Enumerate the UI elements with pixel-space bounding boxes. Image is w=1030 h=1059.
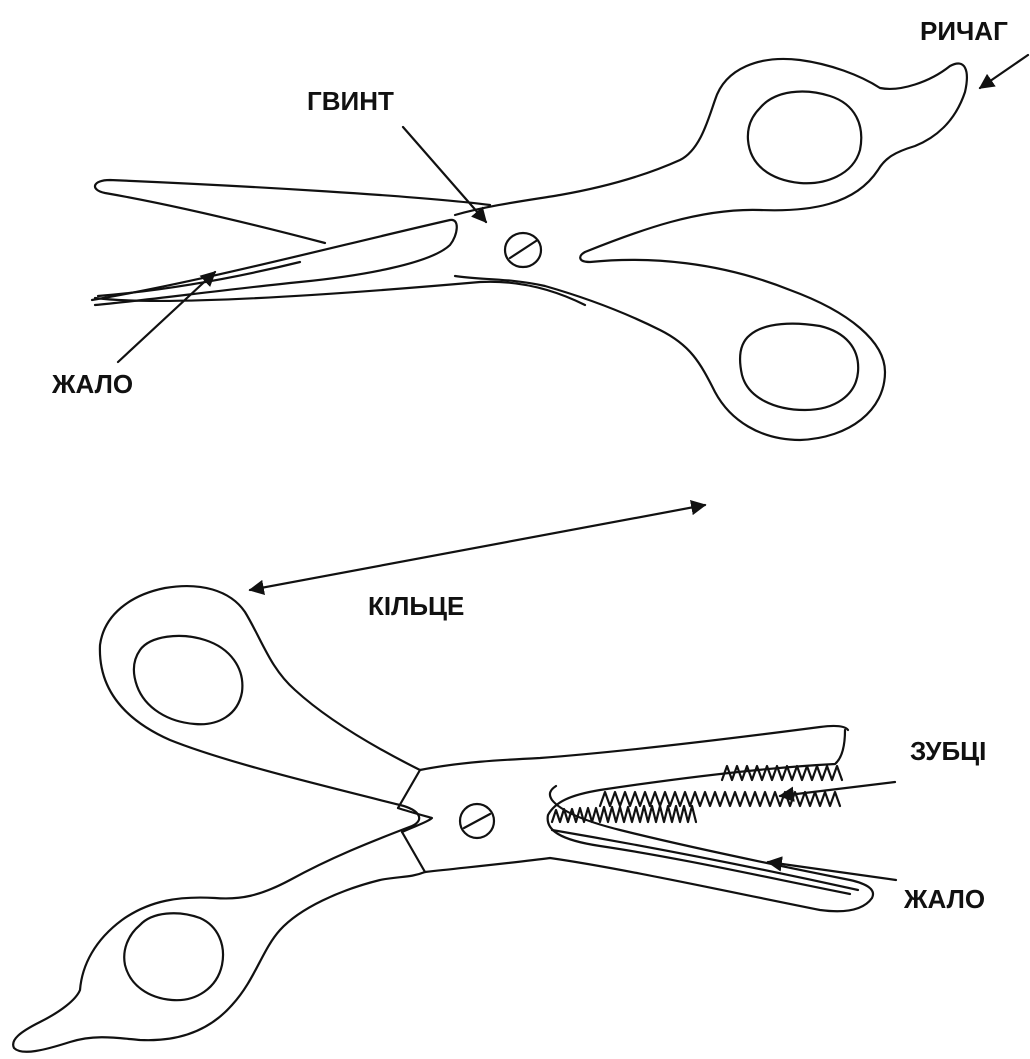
pivot-body — [420, 726, 848, 770]
thinning-scissors — [13, 586, 873, 1052]
label-blade-bottom: ЖАЛО — [903, 884, 985, 914]
label-screw: ГВИНТ — [307, 86, 394, 116]
label-blade-top: ЖАЛО — [51, 369, 133, 399]
lower-ring-hole — [124, 913, 223, 1000]
upper-ring-hole — [134, 636, 243, 724]
arrow-ring — [250, 505, 705, 590]
pivot-body — [455, 59, 967, 440]
upper-blade — [95, 180, 490, 243]
toothed-blade — [548, 730, 850, 894]
label-lever: РИЧАГ — [920, 16, 1008, 46]
screw — [460, 804, 494, 838]
regular-scissors — [92, 59, 967, 440]
arrow-lever — [980, 55, 1028, 88]
annotation-labels: РИЧАГ ГВИНТ ЖАЛО КІЛЬЦЕ ЗУБЦІ ЖАЛО — [51, 16, 1008, 914]
upper-ring-hole — [748, 92, 861, 184]
label-teeth: ЗУБЦІ — [910, 736, 986, 766]
arrow-screw — [403, 127, 486, 222]
upper-handle — [13, 586, 425, 1052]
lower-ring-hole — [740, 324, 858, 410]
handle-seam-upper — [398, 770, 420, 808]
screw — [505, 233, 541, 267]
blade-edge — [92, 220, 457, 305]
label-ring: КІЛЬЦЕ — [368, 591, 464, 621]
plain-blade-edge — [552, 830, 858, 890]
arrow-teeth — [780, 782, 895, 796]
teeth-row — [552, 806, 696, 822]
handle-seam-lower — [402, 832, 425, 872]
